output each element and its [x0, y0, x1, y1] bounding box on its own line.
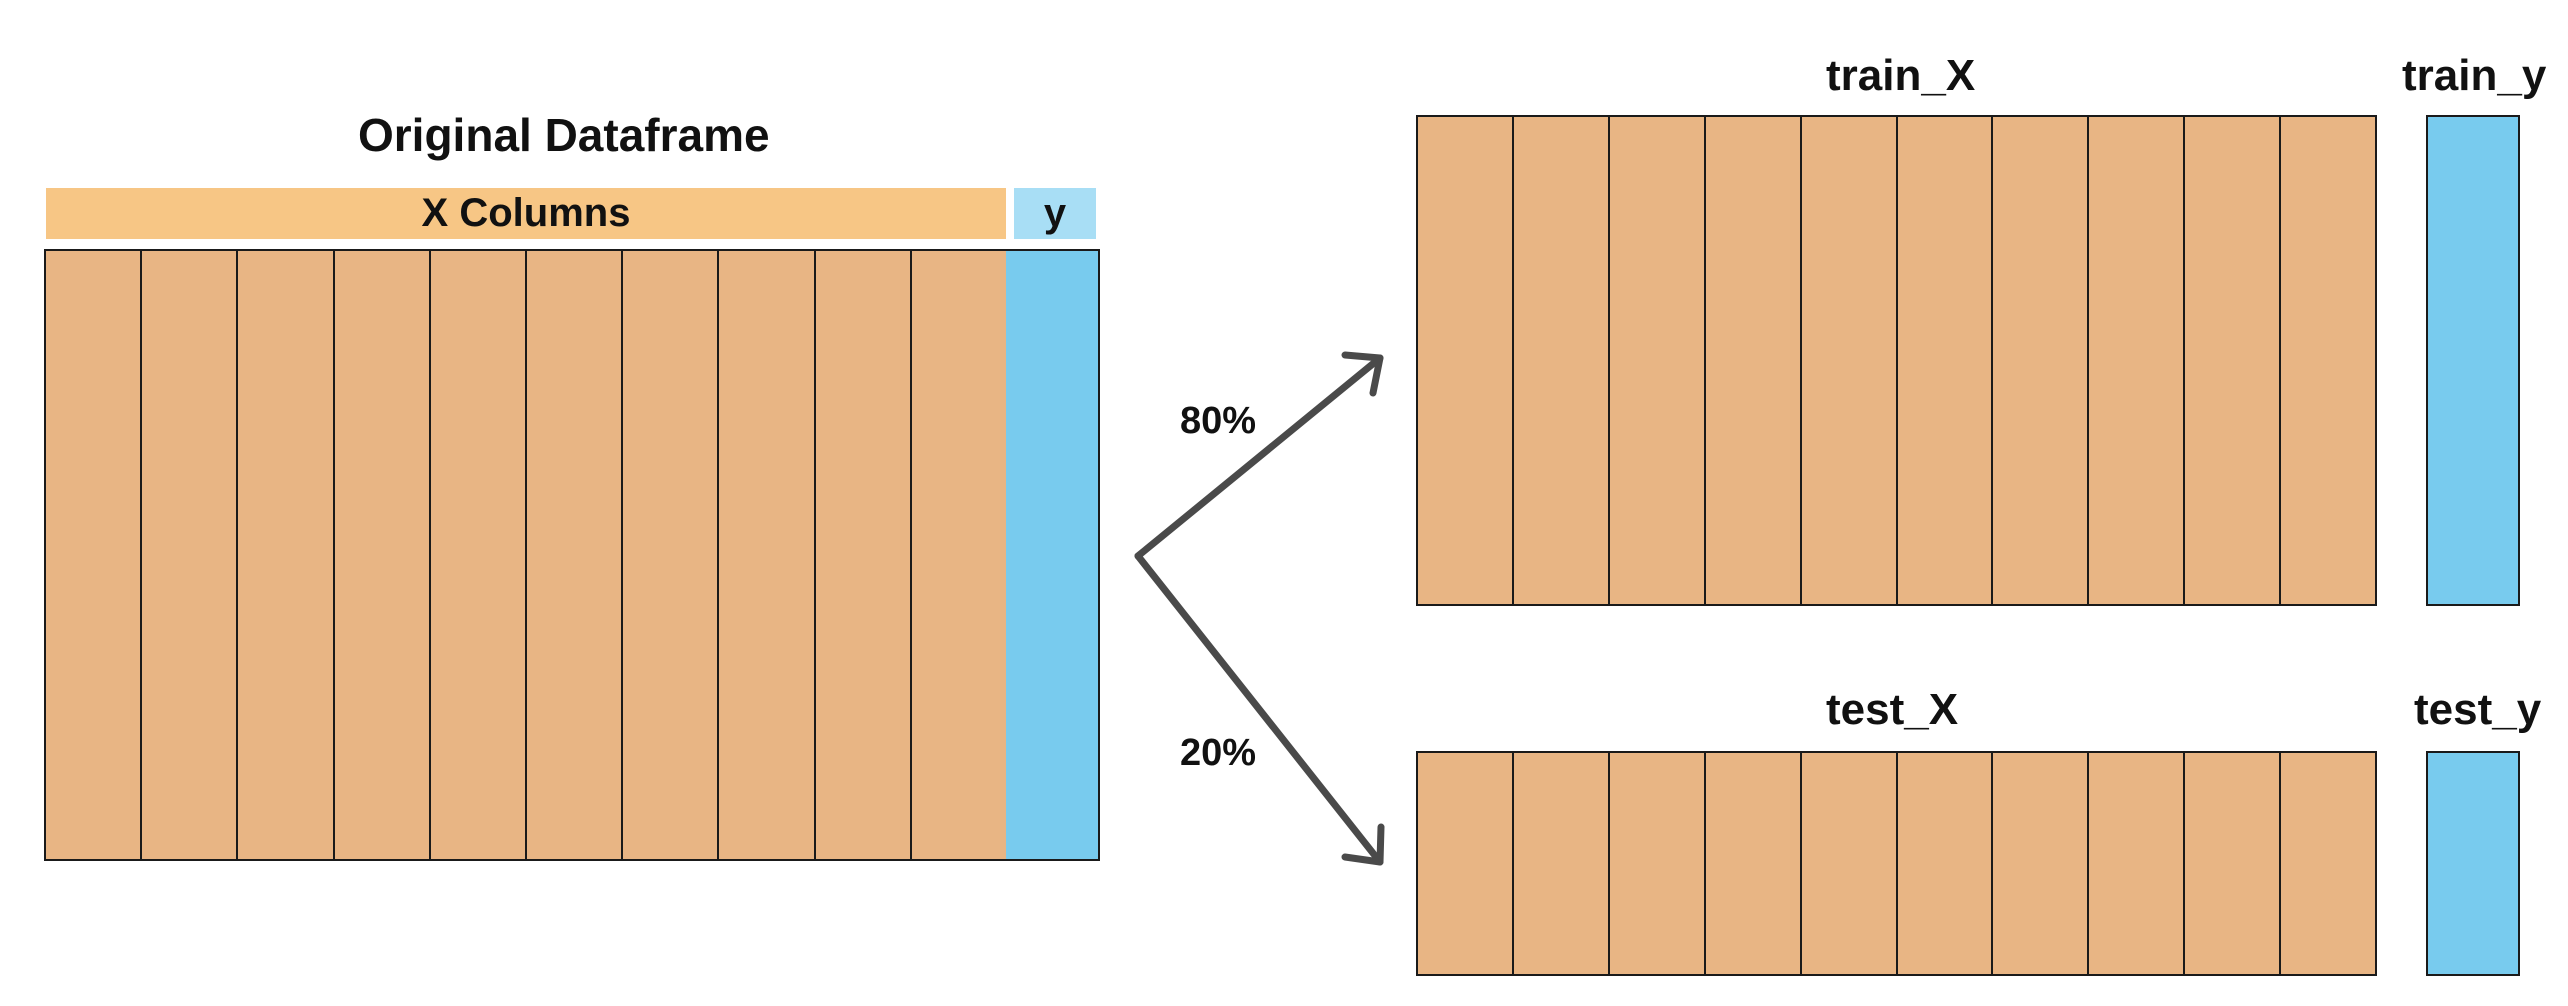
- feature-column: [1418, 117, 1514, 604]
- feature-column: [1993, 753, 2090, 974]
- feature-column: [1705, 117, 1802, 604]
- feature-column: [911, 251, 1007, 859]
- train-arrow: [1134, 351, 1384, 560]
- feature-column: [2089, 117, 2186, 604]
- train-y-title: train_y: [2402, 51, 2547, 100]
- train-arrow-head: [1341, 351, 1384, 397]
- train-x-title: train_X: [1826, 51, 1976, 100]
- feature-column: [2185, 117, 2282, 604]
- original-x-columns: [44, 249, 1008, 861]
- original-y-column: [1006, 249, 1100, 861]
- train-arrow-shaft: [1134, 354, 1384, 560]
- feature-column: [2185, 753, 2282, 974]
- feature-column: [238, 251, 335, 859]
- feature-column: [623, 251, 720, 859]
- feature-column: [1609, 753, 1706, 974]
- feature-column: [2281, 117, 2376, 604]
- test-y-title: test_y: [2414, 685, 2542, 734]
- test-y-column: [2426, 751, 2520, 976]
- feature-column: [1993, 117, 2090, 604]
- feature-column: [1801, 753, 1898, 974]
- test-x-title: test_X: [1826, 685, 1959, 734]
- feature-column: [1897, 753, 1994, 974]
- feature-column: [719, 251, 816, 859]
- feature-column: [815, 251, 912, 859]
- feature-column: [1513, 753, 1610, 974]
- feature-column: [142, 251, 239, 859]
- x-columns-band: X Columns: [46, 188, 1006, 239]
- feature-column: [1418, 753, 1514, 974]
- train-y-column: [2426, 115, 2520, 606]
- train-x-columns: [1416, 115, 2377, 606]
- feature-column: [1513, 117, 1610, 604]
- feature-column: [1801, 117, 1898, 604]
- feature-column: [2089, 753, 2186, 974]
- feature-column: [1705, 753, 1802, 974]
- feature-column: [46, 251, 143, 859]
- test-split-percent: 20%: [1180, 732, 1257, 774]
- feature-column: [1897, 117, 1994, 604]
- y-column-band: y: [1014, 188, 1096, 239]
- train-split-percent: 80%: [1180, 400, 1257, 442]
- feature-column: [2281, 753, 2376, 974]
- original-dataframe-title: Original Dataframe: [358, 109, 770, 161]
- feature-column: [1609, 117, 1706, 604]
- feature-column: [527, 251, 624, 859]
- test-arrow-shaft: [1134, 552, 1384, 866]
- test-x-columns: [1416, 751, 2377, 976]
- test-arrow-head: [1341, 823, 1385, 866]
- feature-column: [430, 251, 528, 859]
- feature-column: [334, 251, 431, 859]
- test-arrow: [1134, 552, 1385, 866]
